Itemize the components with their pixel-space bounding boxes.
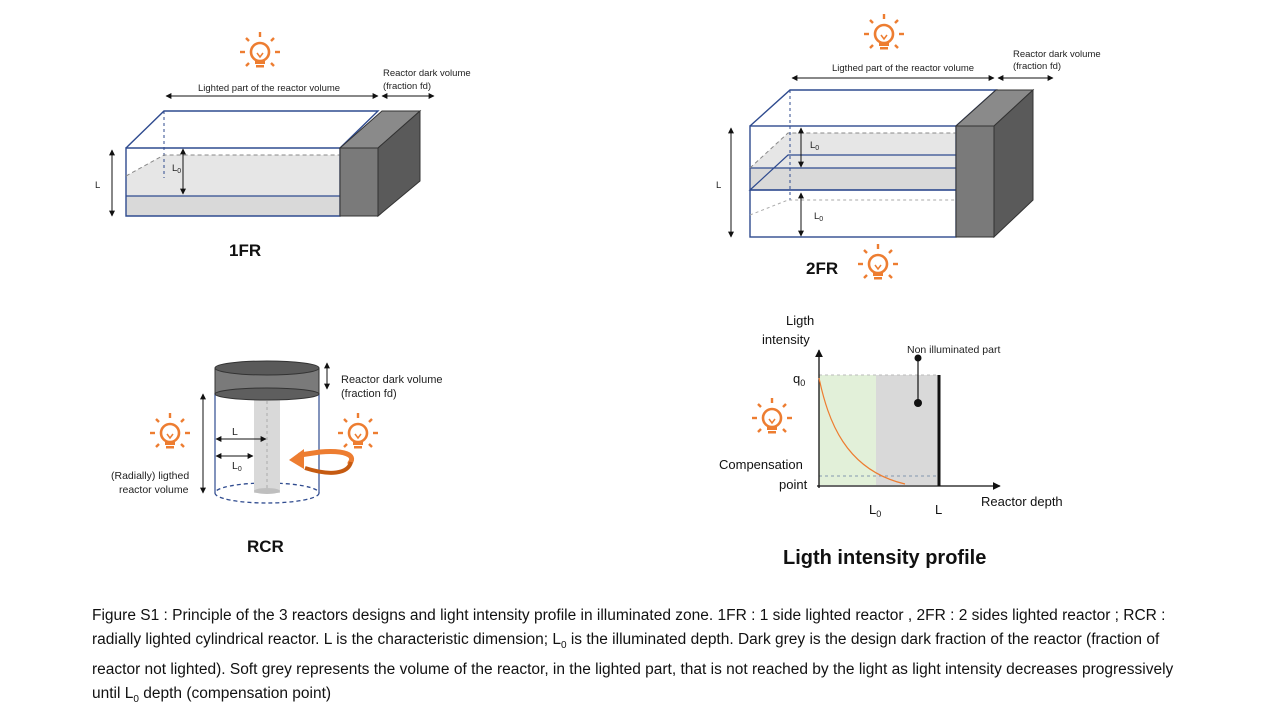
y-axis-label-line2: intensity [762,332,810,347]
caption-part1: Figure S1 : Principle of the 3 reactors … [92,607,1166,648]
soft-grey-volume [750,168,956,190]
dark-label-line2: (fraction fd) [341,388,397,400]
box-top [749,89,998,127]
dim-l: L [95,180,100,191]
dim-l0: L0 [232,460,242,473]
lighted-label: Ligthed part of the reactor volume [832,63,974,74]
callout-dot-top [914,354,922,362]
panel-title: 2FR [806,259,838,278]
soft-grey-top [750,133,994,168]
q0-label: q0 [793,371,805,388]
compensation-label-line1: Compensation [719,457,803,472]
panel-light-profile: Ligth intensity Non illuminated part q0 … [719,313,1063,569]
light-bulb-icon [336,411,380,450]
l0-plane-back [125,154,340,177]
dim-l: L [716,180,721,191]
dark-block-front [955,125,995,238]
dark-label-line2: (fraction fd) [383,81,431,92]
figure-caption: Figure S1 : Principle of the 3 reactors … [92,604,1202,712]
caption-sub2: 0 [133,694,139,706]
soft-grey-top [126,155,340,196]
x-tick-l: L [935,502,942,517]
non-illuminated-zone [876,375,939,485]
compensation-label-line2: point [779,477,808,492]
dark-label-line1: Reactor dark volume [341,374,443,386]
box-top [125,110,380,149]
panel-1fr: Lighted part of the reactor volume React… [95,30,471,260]
dim-l0: L0 [172,163,181,175]
light-decay-curve [818,377,906,485]
soft-grey-volume [126,196,340,216]
dark-label-line1: Reactor dark volume [1013,49,1101,60]
light-bulb-icon [862,12,906,51]
light-bulb-icon [148,411,192,450]
panel-2fr: Ligthed part of the reactor volume React… [716,12,1101,281]
panel-title: Ligth intensity profile [783,547,986,569]
panel-title: 1FR [229,241,261,260]
panel-title: RCR [247,537,284,556]
l0-plane-back [749,132,994,169]
caption-part2: is the illuminated depth. Dark grey is t… [92,631,1174,703]
dim-l0-top: L0 [810,140,819,152]
rod-base [254,488,280,494]
x-axis-label: Reactor depth [981,494,1063,509]
rotation-arrow-icon [289,449,354,475]
dark-label-line1: Reactor dark volume [383,68,471,79]
panel-rcr: Reactor dark volume (fraction fd) (Radia… [111,360,443,556]
light-bulb-icon [750,396,794,435]
dark-cap-bottom [214,387,320,401]
y-axis-label-line1: Ligth [786,313,814,328]
light-bulb-icon [238,30,282,69]
dark-cap-top [214,360,320,376]
dim-l: L [232,426,238,438]
caption-part3: depth (compensation point) [138,685,332,703]
dark-block-front [339,147,379,217]
illuminated-zone [819,375,876,485]
light-bulb-icon [856,242,900,281]
dim-l0-bottom: L0 [814,211,823,223]
lit-label-line1: (Radially) ligthed [111,470,189,482]
lower-l0-plane [749,199,994,216]
caption-sub1: 0 [560,640,567,652]
callout-dot-bottom [914,399,922,407]
lit-label-line2: reactor volume [119,484,189,496]
dark-label-line2: (fraction fd) [1013,61,1061,72]
non-illuminated-label: Non illuminated part [907,344,1000,356]
x-tick-l0: L0 [869,502,881,519]
lighted-label: Lighted part of the reactor volume [198,83,340,94]
